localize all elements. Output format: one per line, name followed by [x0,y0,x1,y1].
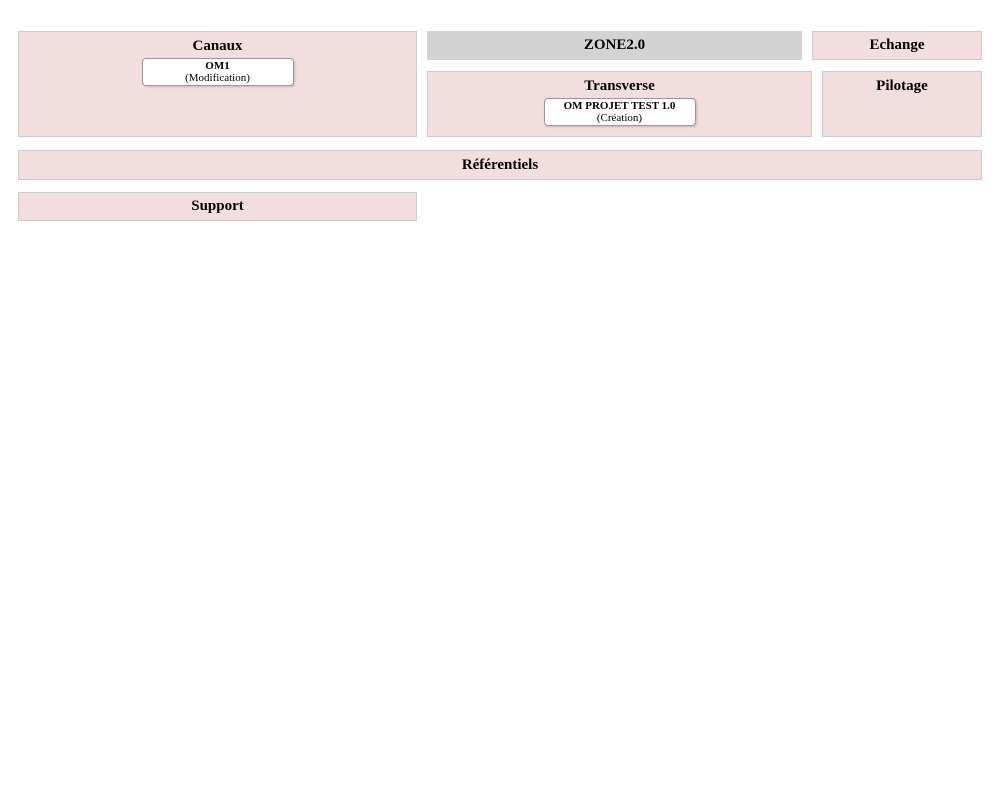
zone-support: Support [18,192,417,221]
app-box-om1[interactable]: OM1 (Modification) [141,58,294,86]
zone-echange-title: Echange [869,37,925,53]
zone-pilotage-title: Pilotage [876,78,928,94]
app-name: OM1 [205,60,230,72]
app-name: OM PROJET TEST 1.0 [563,100,676,112]
zone-zone2-title: ZONE2.0 [583,37,646,53]
zone-canaux-title: Canaux [192,38,243,54]
zone-canaux: Canaux OM1 (Modification) [18,31,417,137]
zone-referentiels: Référentiels [18,150,982,180]
app-box-om-projet-test[interactable]: OM PROJET TEST 1.0 (Création) [543,98,696,126]
zone-zone2: ZONE2.0 [427,31,802,60]
zone-transverse-title: Transverse [584,78,655,94]
app-status: (Modification) [185,72,250,84]
zone-pilotage: Pilotage [822,71,982,137]
zone-support-title: Support [191,198,244,214]
app-status: (Création) [596,112,643,124]
zone-echange: Echange [812,31,982,60]
zone-referentiels-title: Référentiels [461,156,539,173]
zone-transverse: Transverse OM PROJET TEST 1.0 (Création) [427,71,812,137]
